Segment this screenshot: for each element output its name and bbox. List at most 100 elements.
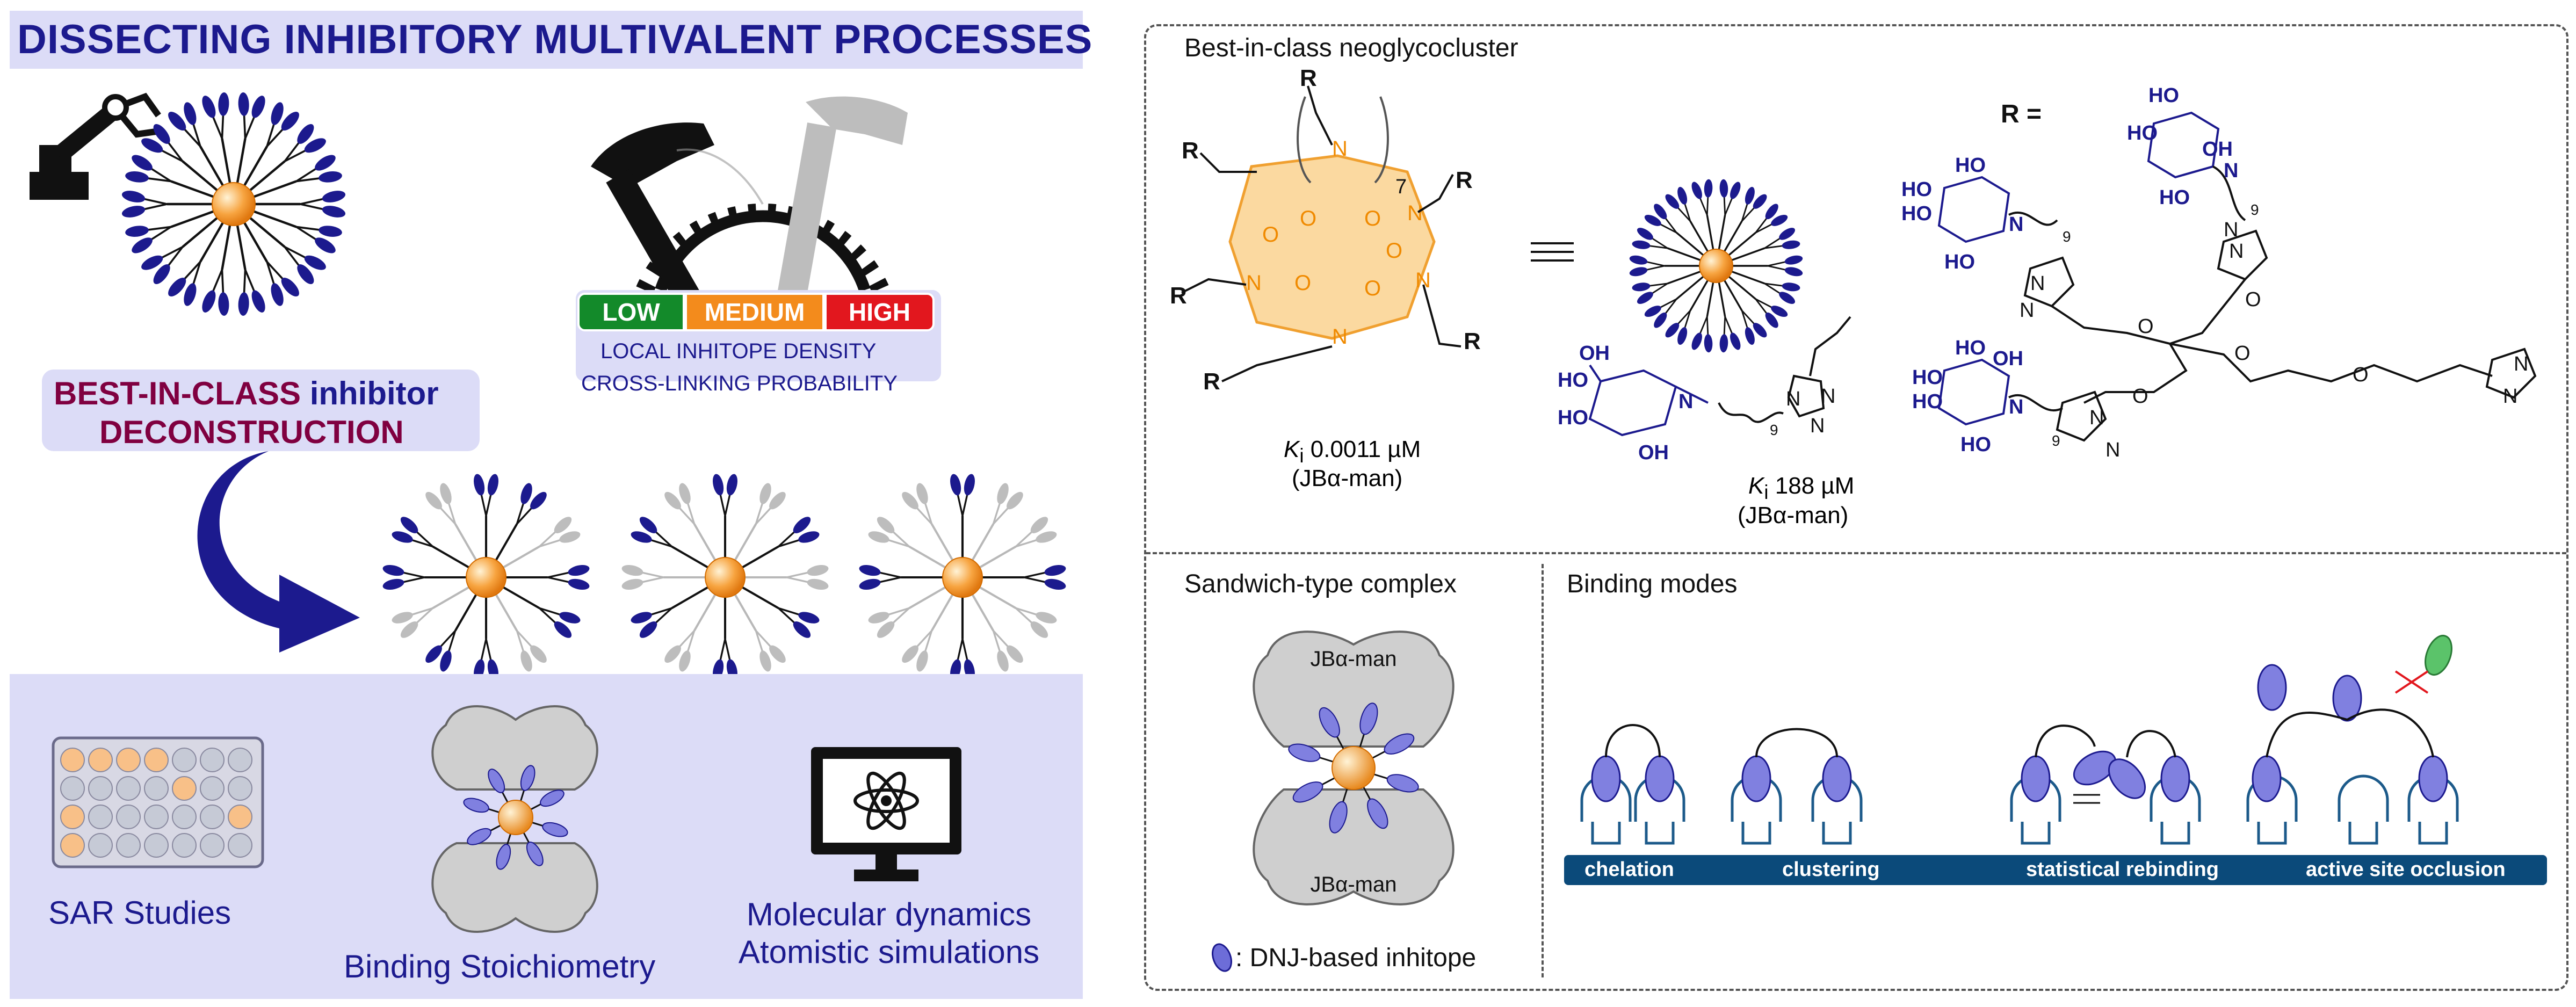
svg-text:O: O: [1262, 223, 1279, 247]
bottom-enzyme-label: JBα-man: [1311, 873, 1397, 896]
svg-text:HO: HO: [1901, 178, 1932, 201]
scale-low: LOW: [577, 293, 685, 331]
sar-label: SAR Studies: [48, 895, 231, 931]
enzyme-macrocycle: (JBα-man): [1292, 465, 1403, 491]
svg-text:N: N: [2020, 299, 2034, 322]
top-enzyme-label: JBα-man: [1311, 647, 1397, 671]
mode-clustering: clustering: [1782, 858, 1880, 881]
svg-text:OH: OH: [1993, 347, 2023, 370]
svg-text:N: N: [1415, 269, 1431, 292]
svg-text:N: N: [2229, 240, 2244, 263]
neoglycocluster-title: Best-in-class neoglycocluster: [1184, 34, 1518, 62]
repeat-count: 7: [1395, 176, 1407, 198]
svg-text:O: O: [1364, 277, 1381, 300]
density-scale: LOW MEDIUM HIGH: [577, 293, 935, 331]
neoglycocluster-full-icon: [121, 92, 346, 316]
svg-text:HO: HO: [2148, 84, 2179, 107]
title-banner: [10, 11, 1083, 69]
svg-text:N: N: [2009, 396, 2023, 418]
svg-text:N: N: [1821, 385, 1835, 408]
equivalent-icon: [1531, 242, 1574, 262]
scale-medium: MEDIUM: [685, 293, 824, 331]
svg-text:N: N: [1246, 271, 1262, 295]
svg-text:OH: OH: [1638, 441, 1669, 464]
svg-text:N: N: [2514, 353, 2528, 375]
deconstruction-line1: BEST-IN-CLASS inhibitor: [54, 375, 439, 412]
svg-text:HO: HO: [1960, 433, 1991, 456]
svg-text:N: N: [2105, 439, 2120, 461]
chain-length: 9: [2251, 201, 2259, 218]
svg-text:O: O: [2245, 288, 2261, 311]
lever-hands-icon: [591, 96, 908, 295]
detail-frame: [1144, 24, 2568, 991]
curved-arrow-icon: [197, 451, 360, 653]
svg-text:N: N: [2224, 160, 2238, 182]
r-group-label: R: [1456, 167, 1473, 193]
sandwich-title: Sandwich-type complex: [1184, 570, 1457, 598]
r-group-label: R: [1203, 368, 1220, 395]
md-label-1: Molecular dynamics: [746, 896, 1032, 932]
r-definition-label: R =: [2001, 100, 2042, 128]
best-in-class-text: BEST-IN-CLASS: [54, 375, 301, 411]
binding-modes-illustration: [1580, 635, 2459, 845]
chain-length: 9: [2063, 228, 2071, 245]
binding-stoichiometry-icon: [431, 705, 598, 933]
svg-text:O: O: [1300, 207, 1316, 230]
page-title: DISSECTING INHIBITORY MULTIVALENT PROCES…: [17, 17, 1093, 62]
svg-text:N: N: [2009, 213, 2023, 236]
deconstructed-cluster-1: [382, 474, 590, 681]
md-label-2: Atomistic simulations: [738, 934, 1040, 970]
svg-text:O: O: [1294, 271, 1311, 295]
svg-text:HO: HO: [1558, 407, 1588, 429]
svg-text:N: N: [2224, 219, 2238, 241]
mode-active-site-occlusion: active site occlusion: [2306, 858, 2506, 881]
scale-high: HIGH: [824, 293, 935, 331]
inhitope-legend-label: : DNJ-based inhitope: [1235, 944, 1477, 972]
chain-length: 9: [1770, 422, 1778, 438]
r-group-label: R: [1464, 328, 1481, 354]
svg-text:HO: HO: [1955, 154, 1986, 177]
svg-text:N: N: [2503, 385, 2517, 408]
stoichiometry-label: Binding Stoichiometry: [344, 948, 656, 984]
chain-length: 9: [2052, 432, 2060, 449]
enzyme-mono: (JBα-man): [1738, 502, 1849, 528]
deconstruction-line2: DECONSTRUCTION: [99, 414, 404, 450]
monitor-atom-icon: [811, 747, 961, 881]
inhibitor-text: inhibitor: [309, 375, 439, 411]
binding-modes-title: Binding modes: [1567, 570, 1738, 598]
sandwich-complex-icon: JBα-man JBα-man: [1253, 631, 1455, 905]
svg-text:N: N: [2089, 407, 2104, 429]
svg-text:N: N: [1407, 201, 1423, 225]
svg-text:HO: HO: [1558, 369, 1588, 392]
svg-text:O: O: [2138, 315, 2154, 338]
inhitope-legend-icon: [1212, 943, 1232, 972]
svg-text:HO: HO: [2127, 122, 2158, 144]
svg-text:OH: OH: [1579, 342, 1610, 365]
binding-modes-bar: [1564, 855, 2547, 885]
mode-statistical-rebinding: statistical rebinding: [2026, 858, 2219, 881]
svg-text:N: N: [1678, 390, 1693, 413]
svg-text:HO: HO: [1944, 251, 1975, 273]
r-group-label: R: [1182, 137, 1199, 164]
divider-vertical: [1542, 564, 1544, 977]
svg-text:OH: OH: [2202, 138, 2233, 161]
svg-text:N: N: [1332, 325, 1348, 349]
svg-text:N: N: [1332, 137, 1348, 161]
svg-text:O: O: [1364, 207, 1381, 230]
well-plate-icon: [52, 736, 264, 868]
mode-chelation: chelation: [1584, 858, 1674, 881]
scale-caption-density: LOCAL INHITOPE DENSITY: [600, 339, 877, 363]
scale-caption-crosslinking: CROSS-LINKING PROBABILITY: [581, 372, 898, 395]
svg-text:N: N: [1810, 415, 1825, 437]
svg-text:N: N: [1786, 388, 1800, 410]
svg-text:N: N: [2030, 272, 2045, 295]
deconstructed-cluster-3: [859, 474, 1066, 681]
r-group-label: R: [1171, 282, 1187, 309]
svg-text:O: O: [1386, 239, 1402, 263]
svg-text:HO: HO: [1955, 337, 1986, 359]
svg-text:HO: HO: [1901, 202, 1932, 225]
svg-text:O: O: [2132, 385, 2148, 408]
